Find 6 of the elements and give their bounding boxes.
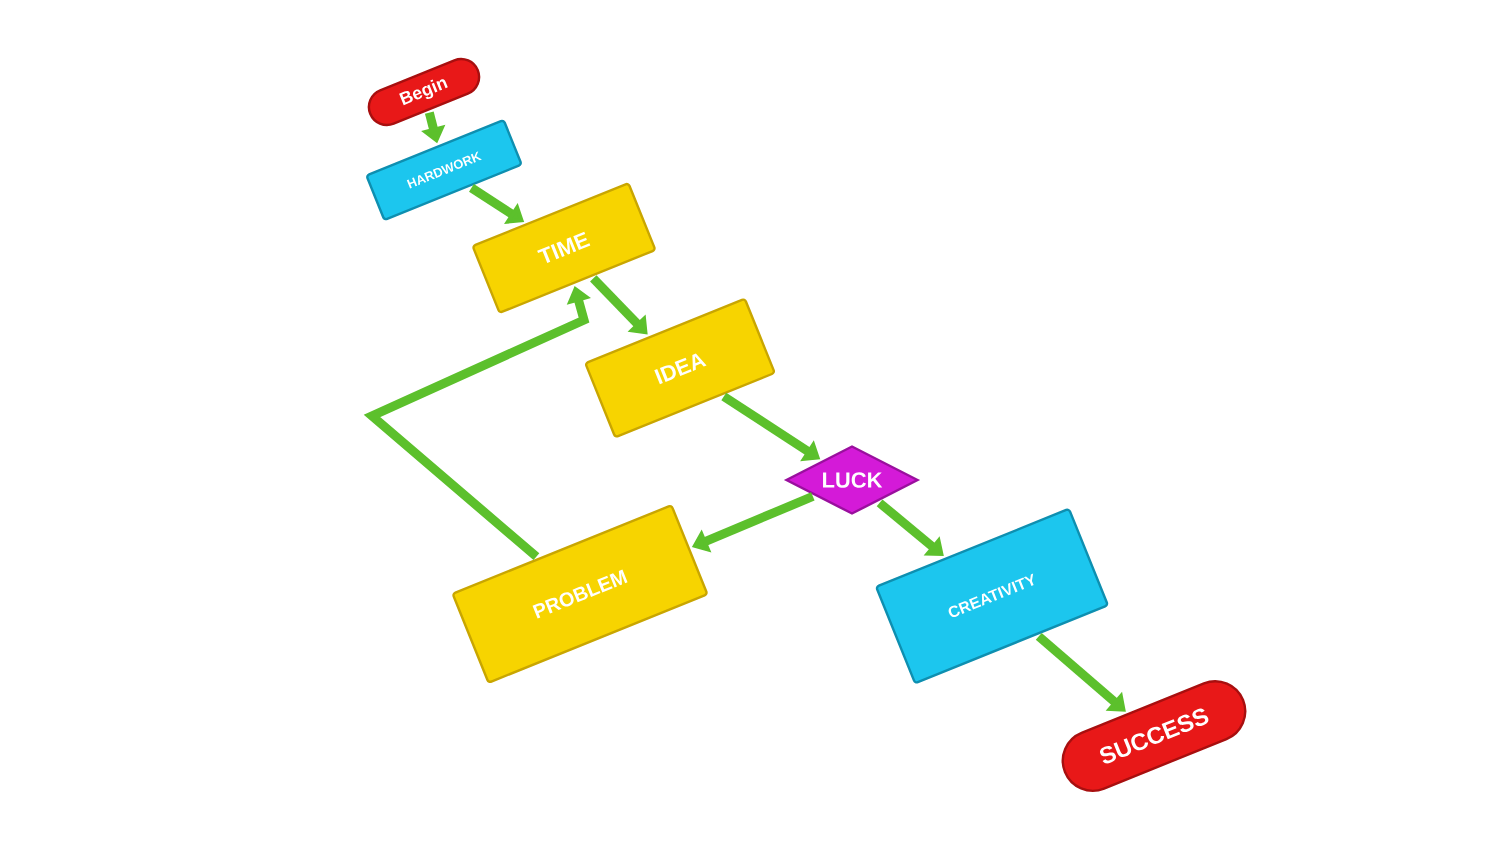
process-box: TIME (472, 182, 656, 314)
terminal-box: Begin (367, 57, 481, 127)
arrow (590, 275, 648, 335)
process-box: IDEA (585, 298, 776, 438)
arrow (1035, 633, 1126, 712)
arrow (876, 499, 944, 557)
